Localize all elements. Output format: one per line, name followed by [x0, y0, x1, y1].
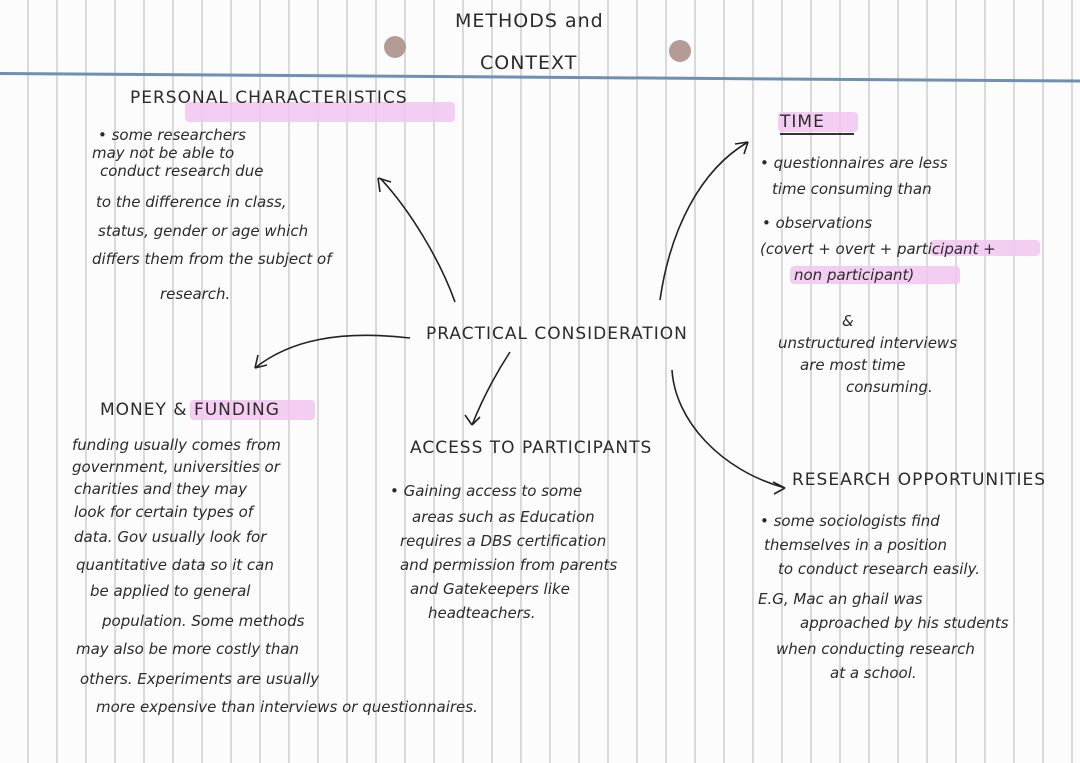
- time-line-1: • questionnaires are less: [760, 154, 948, 172]
- highlight-time: [778, 112, 858, 132]
- arrow-to-money-head: [254, 354, 268, 369]
- access-heading: ACCESS TO PARTICIPANTS: [410, 438, 653, 458]
- access-line-5: and Gatekeepers like: [410, 580, 570, 598]
- time-line-3: • observations: [762, 214, 873, 232]
- arrow-to-personal-head: [377, 177, 392, 193]
- time-line-5: non participant): [794, 266, 915, 284]
- personal-line-6: differs them from the subject of: [92, 250, 332, 268]
- money-line-1: funding usually comes from: [72, 436, 281, 454]
- access-line-3: requires a DBS certification: [400, 532, 607, 550]
- time-line-9: consuming.: [846, 378, 933, 396]
- personal-line-1: • some researchers: [98, 126, 246, 144]
- highlight-money: [190, 400, 315, 420]
- money-line-11: more expensive than interviews or questi…: [96, 698, 478, 716]
- money-line-3: charities and they may: [74, 480, 248, 498]
- arrow-to-research: [671, 369, 786, 489]
- arrow-to-access-head: [464, 414, 481, 426]
- access-line-1: • Gaining access to some: [390, 482, 583, 500]
- time-line-6: &: [842, 312, 854, 330]
- time-heading: TIME: [780, 112, 825, 132]
- access-line-6: headteachers.: [428, 604, 536, 622]
- personal-line-5: status, gender or age which: [98, 222, 309, 240]
- research-line-1: • some sociologists find: [760, 512, 940, 530]
- time-line-8: are most time: [800, 356, 906, 374]
- personal-line-7: research.: [160, 285, 231, 303]
- money-line-4: look for certain types of: [74, 503, 254, 521]
- research-line-6: when conducting research: [776, 640, 975, 658]
- access-line-4: and permission from parents: [400, 556, 618, 574]
- research-line-5: approached by his students: [800, 614, 1009, 632]
- punch-hole-left: [384, 36, 406, 58]
- personal-line-4: to the difference in class,: [96, 193, 287, 211]
- time-line-4: (covert + overt + participant +: [760, 240, 996, 258]
- arrow-to-research-head: [772, 481, 786, 495]
- money-line-9: may also be more costly than: [76, 640, 300, 658]
- research-line-2: themselves in a position: [764, 536, 947, 554]
- page-title-line2: CONTEXT: [480, 52, 578, 74]
- arrow-to-personal: [379, 177, 456, 303]
- time-line-2: time consuming than: [772, 180, 932, 198]
- arrow-to-time-head: [734, 141, 749, 155]
- money-line-10: others. Experiments are usually: [80, 670, 320, 688]
- page-title-line1: METHODS and: [455, 10, 604, 32]
- money-line-7: be applied to general: [90, 582, 251, 600]
- access-line-2: areas such as Education: [412, 508, 595, 526]
- money-line-5: data. Gov usually look for: [74, 528, 267, 546]
- research-line-7: at a school.: [830, 664, 917, 682]
- highlight-personal: [185, 102, 455, 122]
- money-line-2: government, universities or: [72, 458, 280, 476]
- personal-line-2: may not be able to: [92, 144, 235, 162]
- research-line-4: E.G, Mac an ghail was: [758, 590, 923, 608]
- money-heading: MONEY & FUNDING: [100, 400, 280, 420]
- research-heading: RESEARCH OPPORTUNITIES: [792, 470, 1047, 490]
- arrow-to-money: [254, 334, 411, 369]
- arrow-to-access: [471, 351, 511, 426]
- highlight-covert: [930, 240, 1040, 256]
- punch-hole-right: [669, 40, 691, 62]
- time-underline: [780, 133, 854, 135]
- time-line-7: unstructured interviews: [778, 334, 958, 352]
- highlight-nonparticipant: [790, 266, 960, 284]
- arrow-to-time: [659, 141, 749, 301]
- central-topic: PRACTICAL CONSIDERATION: [426, 324, 688, 344]
- research-line-3: to conduct research easily.: [778, 560, 981, 578]
- money-line-8: population. Some methods: [102, 612, 305, 630]
- money-line-6: quantitative data so it can: [76, 556, 274, 574]
- personal-heading: PERSONAL CHARACTERISTICS: [130, 88, 408, 108]
- personal-line-3: conduct research due: [100, 162, 264, 180]
